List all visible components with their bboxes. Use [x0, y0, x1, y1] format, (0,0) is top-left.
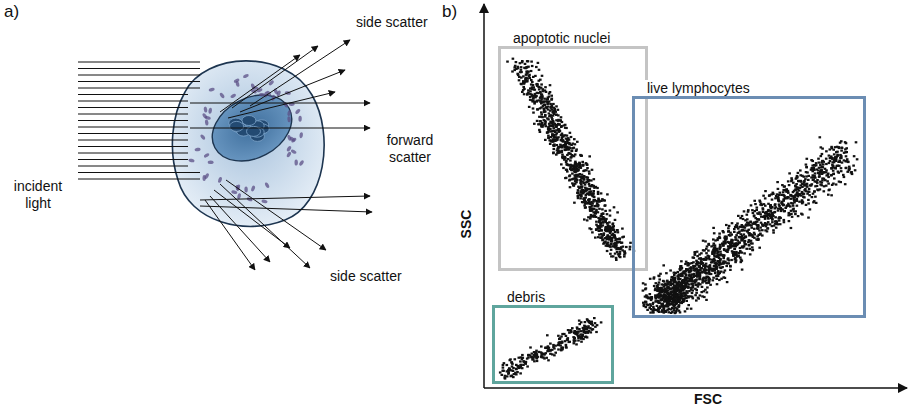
incident-light-rays	[78, 62, 200, 179]
annotation: side scatter	[330, 268, 402, 284]
scatter-rays	[190, 40, 372, 270]
gate-label: debris	[505, 289, 547, 305]
plot-axes	[484, 4, 907, 388]
annotation: forward scatter	[380, 132, 440, 166]
annotation: side scatter	[356, 14, 428, 30]
panel-label: a)	[4, 4, 19, 20]
axis-label: FSC	[694, 391, 722, 407]
annotation: incident light	[8, 178, 68, 212]
gate-label: live lymphocytes	[645, 80, 752, 96]
gate-box: debris	[492, 305, 614, 384]
panel-label: b)	[442, 4, 457, 20]
cell	[172, 61, 324, 227]
gate-label: apoptotic nuclei	[511, 30, 612, 46]
axis-label: SSC	[458, 210, 474, 239]
scatter-points	[499, 58, 858, 380]
gate-box: apoptotic nuclei	[498, 46, 648, 271]
gate-box: live lymphocytes	[632, 96, 866, 318]
